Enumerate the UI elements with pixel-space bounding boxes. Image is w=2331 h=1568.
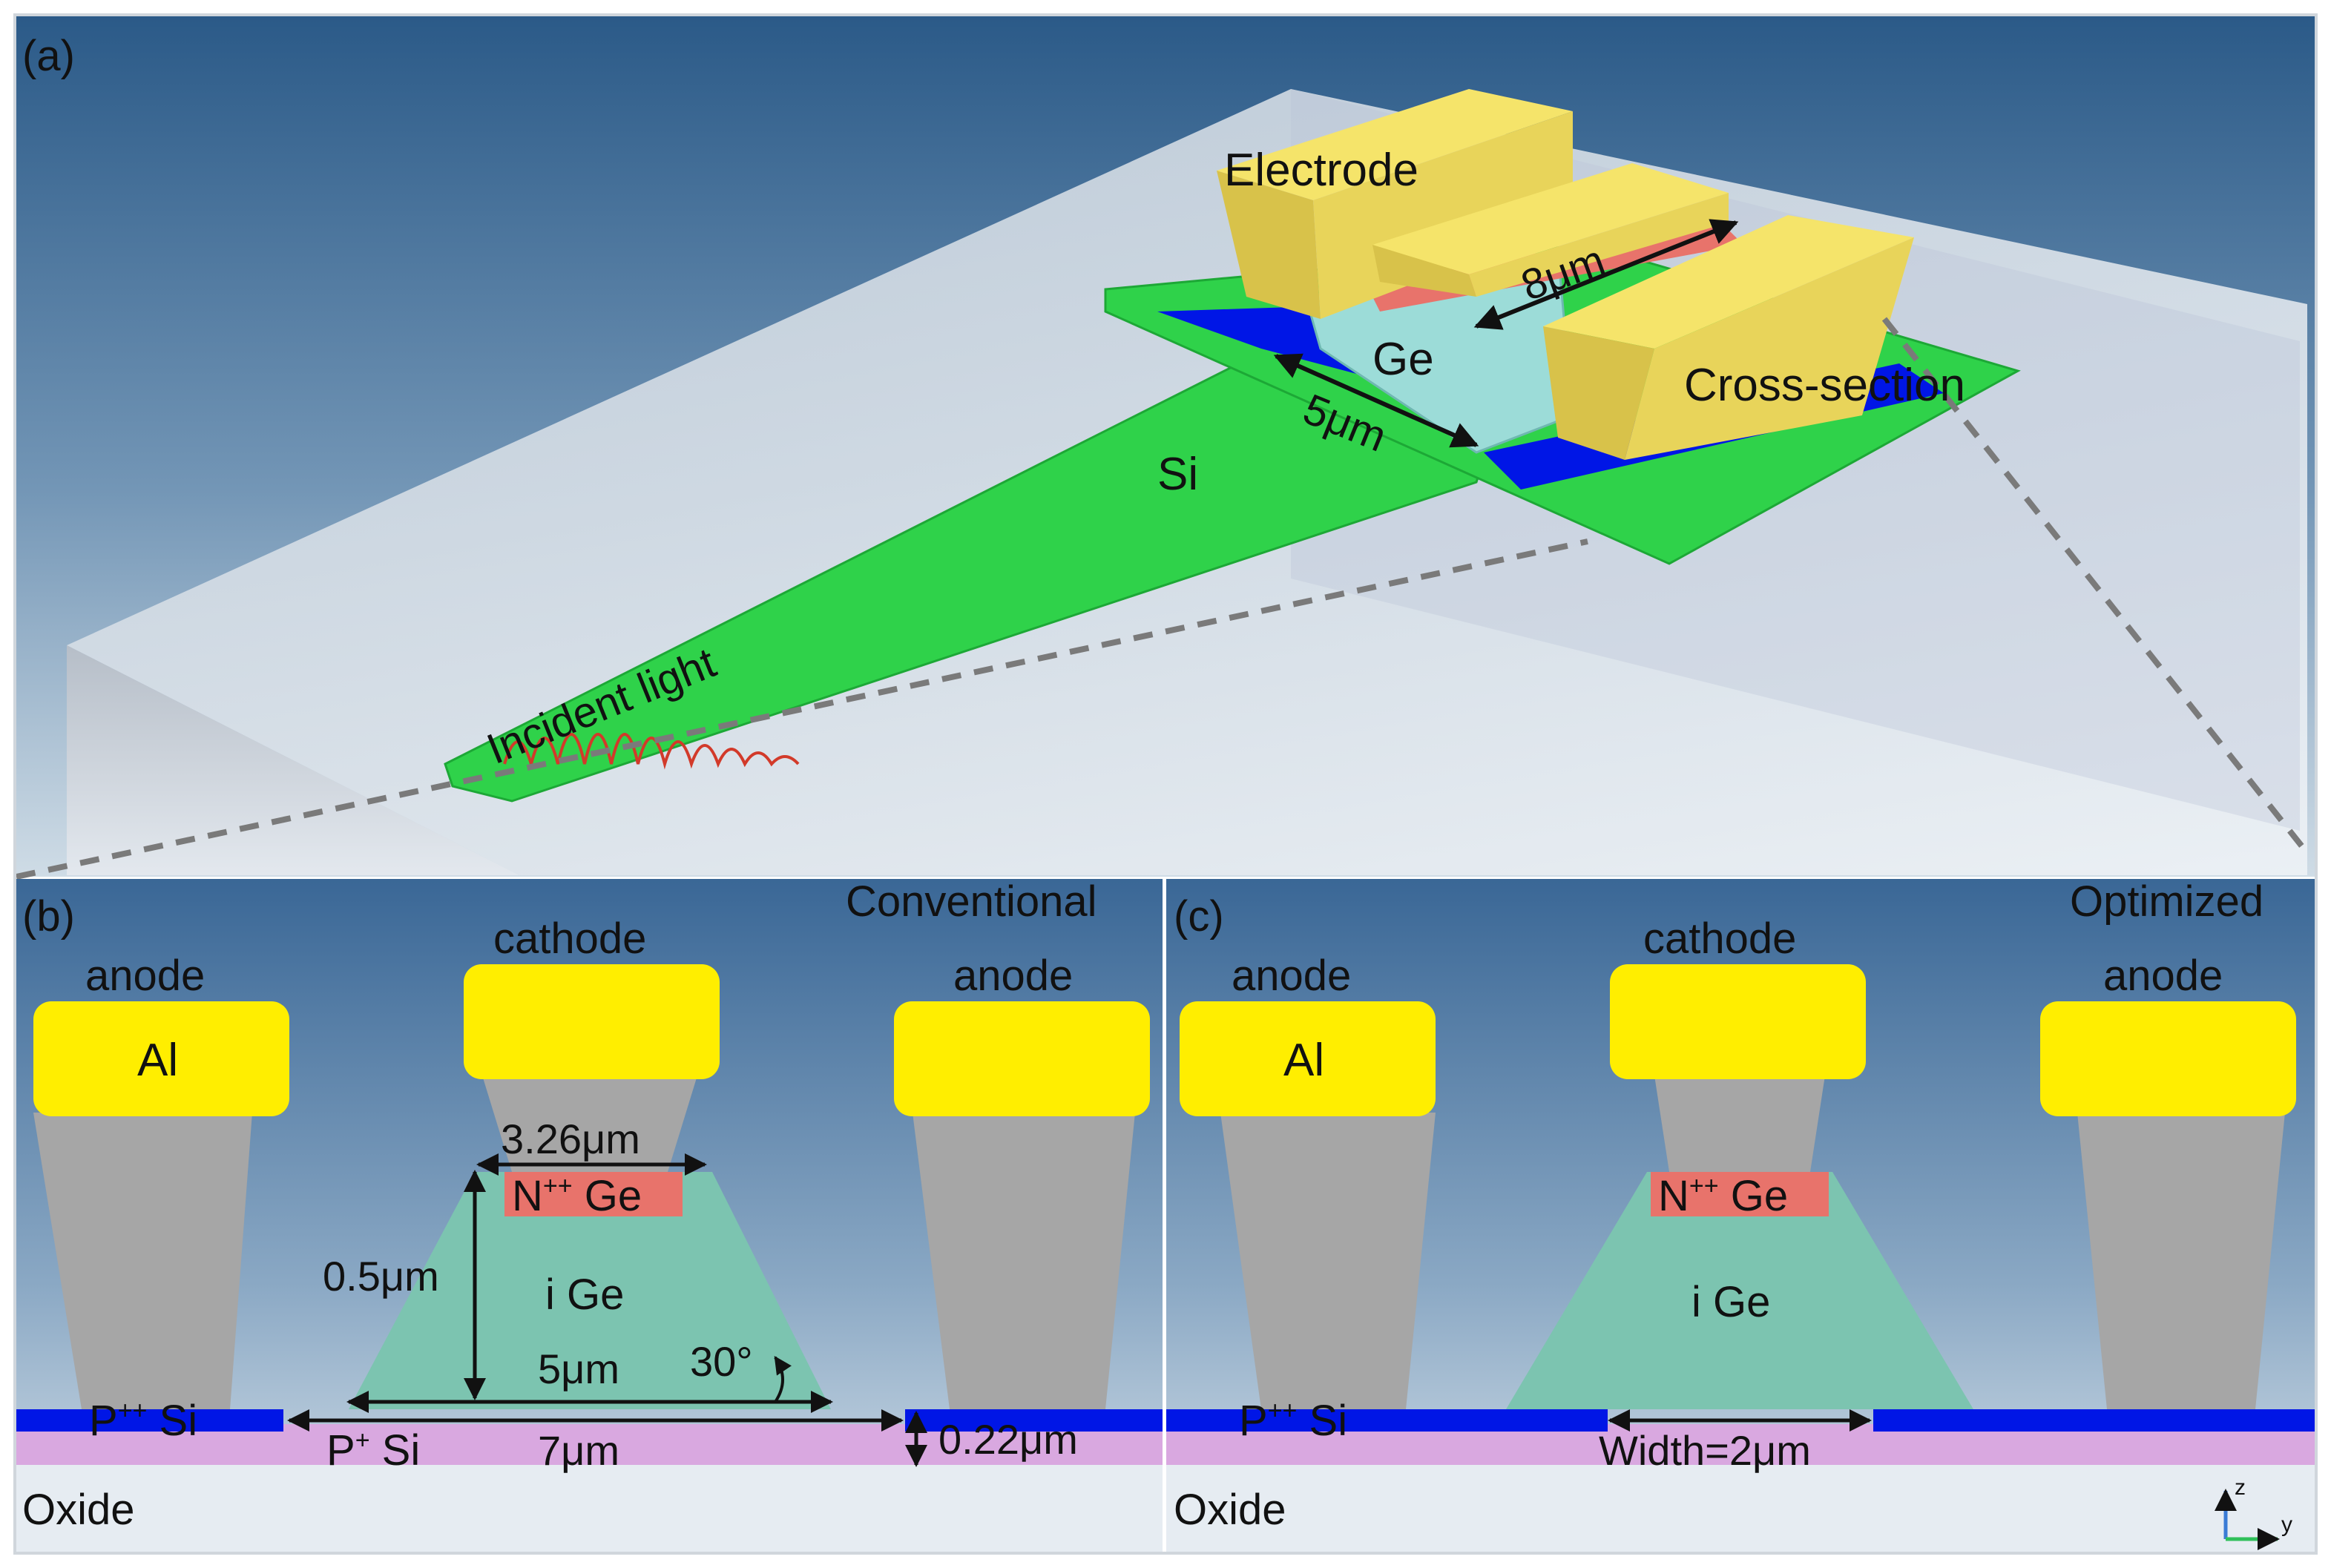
dim-5um-arrow xyxy=(1273,353,1479,448)
panel-b-oxide-label: Oxide xyxy=(22,1486,135,1534)
panel-b-title: Conventional xyxy=(846,877,1097,926)
ge-label: Ge xyxy=(1372,334,1434,385)
panel-b-al-label: Al xyxy=(137,1035,178,1086)
panel-b-cathode-electrode xyxy=(464,964,720,1079)
panel-b-cathode-label: cathode xyxy=(493,915,646,963)
panel-b-anode-right-electrode xyxy=(894,1001,1150,1116)
panel-b-label: (b) xyxy=(22,892,75,941)
panel-b-p-si-label: P++ Si xyxy=(89,1397,197,1445)
panel-b-anode-left-electrode xyxy=(33,1001,289,1116)
panel-a: (a) Electrode 8μm Ge 5μm Si Cross-sectio… xyxy=(16,16,2316,880)
panel-b-p-plus-si-label: P+ Si xyxy=(326,1426,420,1475)
si-label: Si xyxy=(1157,449,1198,500)
panel-c-cathode-label: cathode xyxy=(1643,915,1796,963)
panel-c-p-doped-left xyxy=(1166,1409,1608,1432)
panel-c-anode-left-electrode xyxy=(1180,1001,1436,1116)
panel-c-p-doped-right xyxy=(1873,1409,2315,1432)
panel-c-oxide-label: Oxide xyxy=(1174,1486,1286,1534)
panel-c-i-ge xyxy=(1506,1172,1973,1409)
panel-c-label: (c) xyxy=(1174,892,1224,941)
panel-b-via-center xyxy=(482,1075,697,1172)
panel-c-via-left xyxy=(1220,1113,1436,1409)
panel-c-via-center xyxy=(1654,1075,1825,1172)
dim-7um-label: 7μm xyxy=(538,1427,619,1474)
dim-width-2um-label: Width=2μm xyxy=(1599,1427,1811,1474)
panel-c-via-right xyxy=(2077,1113,2285,1409)
panel-b-anode-right-label: anode xyxy=(953,952,1073,1000)
electrode-label: Electrode xyxy=(1224,145,1418,196)
panel-b-n-ge-label: N++ Ge xyxy=(512,1172,642,1220)
panel-c-al-label: Al xyxy=(1283,1035,1324,1086)
projection-line-left xyxy=(16,538,1588,880)
panel-b-via-left xyxy=(33,1113,252,1409)
dim-3-26um-label: 3.26μm xyxy=(501,1116,640,1162)
angle-30-label: 30° xyxy=(690,1338,753,1385)
panel-c-n-ge-label: N++ Ge xyxy=(1658,1172,1788,1220)
panel-b: (b) Conventional anode cathode anode Al … xyxy=(16,877,1163,1552)
dim-0-5um-label: 0.5μm xyxy=(323,1253,439,1299)
wafer-side xyxy=(67,645,519,875)
angle-30-arc xyxy=(774,1356,792,1403)
panel-c-anode-right-label: anode xyxy=(2103,952,2223,1000)
panel-c-anode-left-label: anode xyxy=(1232,952,1351,1000)
projection-line-right xyxy=(1881,317,2310,855)
panel-b-anode-left-label: anode xyxy=(85,952,205,1000)
axis-indicator xyxy=(2215,1489,2280,1550)
panel-c-title: Optimized xyxy=(2070,877,2263,926)
panel-b-via-right xyxy=(913,1113,1135,1409)
dim-0-22um-label: 0.22μm xyxy=(938,1416,1078,1463)
panel-c: (c) Optimized anode cathode anode Al N++… xyxy=(1166,877,2315,1552)
cross-section-label: Cross-section xyxy=(1684,360,1965,411)
panel-b-oxide xyxy=(16,1465,1163,1552)
panel-a-label: (a) xyxy=(22,32,75,80)
panel-b-i-ge-label: i Ge xyxy=(545,1271,624,1319)
panel-b-p-doped-right xyxy=(905,1409,1163,1432)
panel-c-anode-right-electrode xyxy=(2040,1001,2296,1116)
panel-b-n-ge-region xyxy=(504,1172,683,1216)
panel-c-oxide xyxy=(1166,1465,2315,1552)
incident-light-wave xyxy=(503,733,800,770)
figure-frame xyxy=(13,13,2318,1555)
panel-c-i-ge-label: i Ge xyxy=(1691,1278,1770,1326)
panel-c-cathode-electrode xyxy=(1610,964,1866,1079)
dim-8um-arrow xyxy=(1473,219,1739,330)
axis-y-label: y xyxy=(2281,1512,2292,1537)
dim-5um-bottom-label: 5μm xyxy=(538,1345,619,1392)
panel-c-p-si-label: P++ Si xyxy=(1239,1397,1347,1445)
panel-c-n-ge-region xyxy=(1651,1172,1829,1216)
axis-z-label: z xyxy=(2235,1475,2246,1500)
panel-b-p-doped-left xyxy=(16,1409,283,1432)
